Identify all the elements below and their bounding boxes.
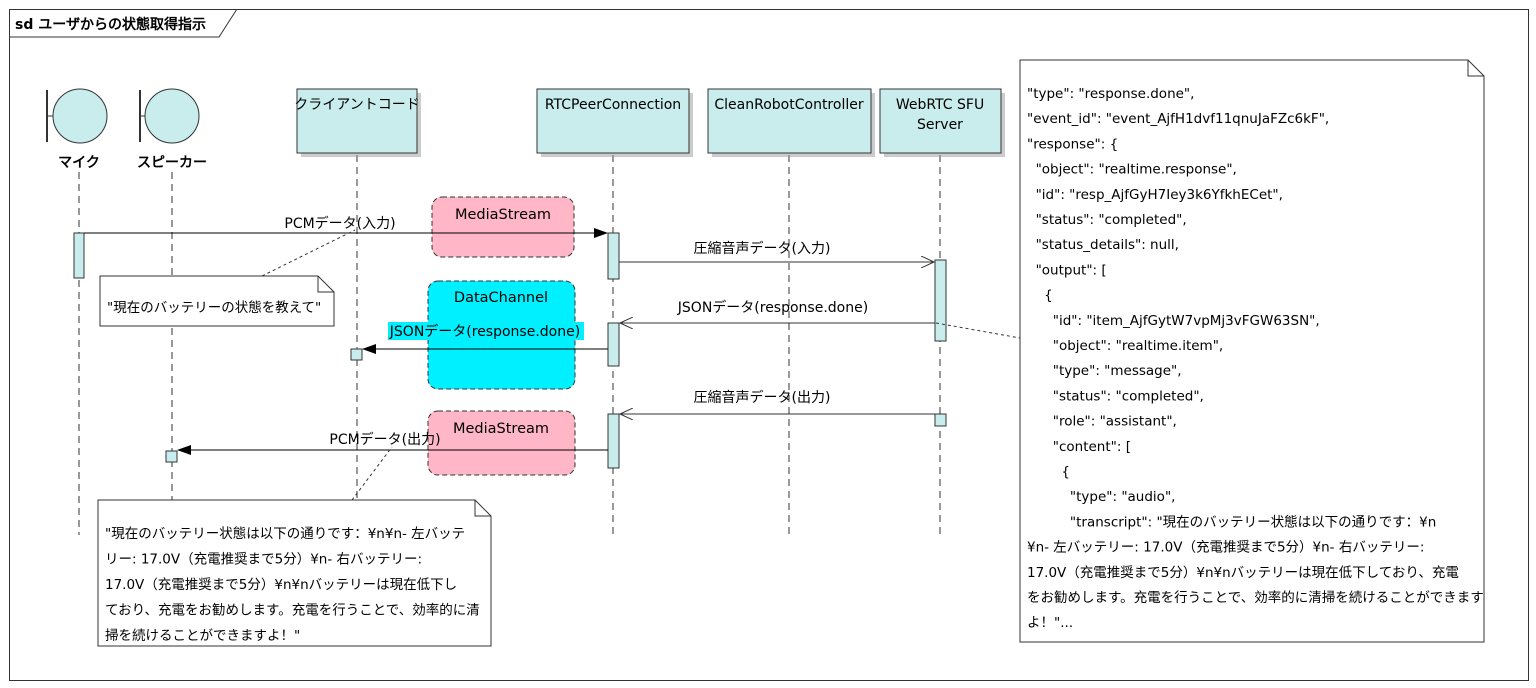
actor-speaker-label: スピーカー [137,155,207,171]
note-answer-line: "現在のバッテリー状態は以下の通りです：¥n¥n- 左バッテ [105,526,465,542]
note-response-line: "id": "resp_AjfGyH7Iey3k6YfkhECet", [1027,187,1283,203]
note-answer-line: 掃を続けることができますよ！" [105,627,300,644]
message-compressed-in-label: 圧縮音声データ(入力) [694,240,831,257]
note-user-question-text: "現在のバッテリーの状態を教えて" [107,300,321,316]
activation-sfu-1 [934,259,947,342]
note-response-line: ¥n- 左バッテリー: 17.0V（充電推奨まで5分）¥n- 右バッテリー: [1027,540,1424,556]
note-answer-line: 17.0V（充電推奨まで5分）¥n¥nバッテリーは現在低下し [105,577,457,593]
note-response-line: "type": "response.done", [1027,86,1194,102]
message-json-client-label: JSONデータ(response.done) [389,323,580,340]
message-pcm-in-label: PCMデータ(入力) [284,215,395,232]
media-stream-out-label: MediaStream [453,421,549,437]
note-question-anchor [261,229,356,277]
message-compressed-out-label: 圧縮音声データ(出力) [694,389,831,406]
note-response-line: "id": "item_AjfGytW7vpMj3vFGW63SN", [1027,313,1320,329]
media-stream-out-box [427,410,576,476]
note-response-line: { [1027,464,1070,480]
activation-rtc-2 [607,322,620,367]
note-user-question: "現在のバッテリーの状態を教えて" [99,275,335,327]
note-response-line: "object": "realtime.item", [1027,338,1223,354]
note-response-line: "object": "realtime.response", [1027,162,1237,178]
note-response-line: "transcript": "現在のバッテリー状態は以下の通りです：¥n [1027,514,1436,530]
note-answer-line: ており、充電をお勧めします。充電を行うことで、効率的に清 [105,602,480,619]
participant-client-label: クライアントコード [294,97,419,113]
note-response-line: "role": "assistant", [1027,414,1177,430]
participant-rtc-label: RTCPeerConnection [545,97,681,113]
data-channel-label: DataChannel [454,290,548,306]
note-answer: "現在のバッテリー状態は以下の通りです：¥n¥n- 左バッテリー: 17.0V（… [97,499,492,647]
note-response-line: "status": "completed", [1027,212,1187,228]
note-response-line: "status": "completed", [1027,388,1204,404]
frame-title-tab [9,9,238,38]
actor-speaker: スピーカー [137,88,207,171]
participant-robot-label: CleanRobotController [714,97,863,113]
participant-sfu-label-1: WebRTC SFU [896,97,984,113]
participant-sfu-label-2: Server [917,117,963,133]
note-response-line: よ！"... [1027,615,1073,631]
activation-mic [73,232,85,279]
activation-rtc-1 [607,232,620,280]
activation-rtc-3 [607,413,620,469]
media-stream-in-label: MediaStream [455,207,551,223]
message-pcm-out-label: PCMデータ(出力) [329,431,440,448]
participant-sfu: WebRTC SFU Server [879,88,1005,157]
note-response-line: "content": [ [1027,439,1131,455]
note-response-line: "type": "audio", [1027,489,1175,505]
participant-rtc: RTCPeerConnection [536,88,693,157]
note-answer-line: リー: 17.0V（充電推奨まで5分）¥n- 右バッテリー: [105,552,422,568]
diagram-frame [9,9,1529,681]
activation-client [350,348,363,361]
note-response-line: 17.0V（充電推奨まで5分）¥n¥nバッテリーは現在低下しており、充電 [1027,565,1459,581]
note-response-line: をお勧めします。充電を行うことで、効率的に清掃を続けることができます [1027,589,1484,606]
note-response-line: "response": { [1027,136,1118,152]
actor-mic-label: マイク [58,155,100,171]
participant-robot: CleanRobotController [707,88,875,157]
note-response-anchor [935,322,1021,339]
activation-sfu-2 [934,413,947,427]
note-response-line: "output": [ [1027,262,1107,278]
note-answer-anchor [351,446,393,501]
note-response-line: "status_details": null, [1027,237,1179,253]
actor-mic: マイク [46,88,108,171]
participant-client: クライアントコード [294,88,421,157]
note-response-json: "type": "response.done", "event_id": "eve… [1019,59,1485,643]
diagram-title: sd ユーザからの状態取得指示 [15,17,206,33]
note-response-line: "event_id": "event_AjfH1dvf11qnuJaFZc6kF… [1027,111,1329,127]
note-response-line: "type": "message", [1027,363,1182,379]
media-stream-in-box [431,196,575,258]
message-json-sfu-label: JSONデータ(response.done) [677,299,868,316]
activation-speaker [165,450,178,463]
note-response-line: { [1027,288,1053,304]
